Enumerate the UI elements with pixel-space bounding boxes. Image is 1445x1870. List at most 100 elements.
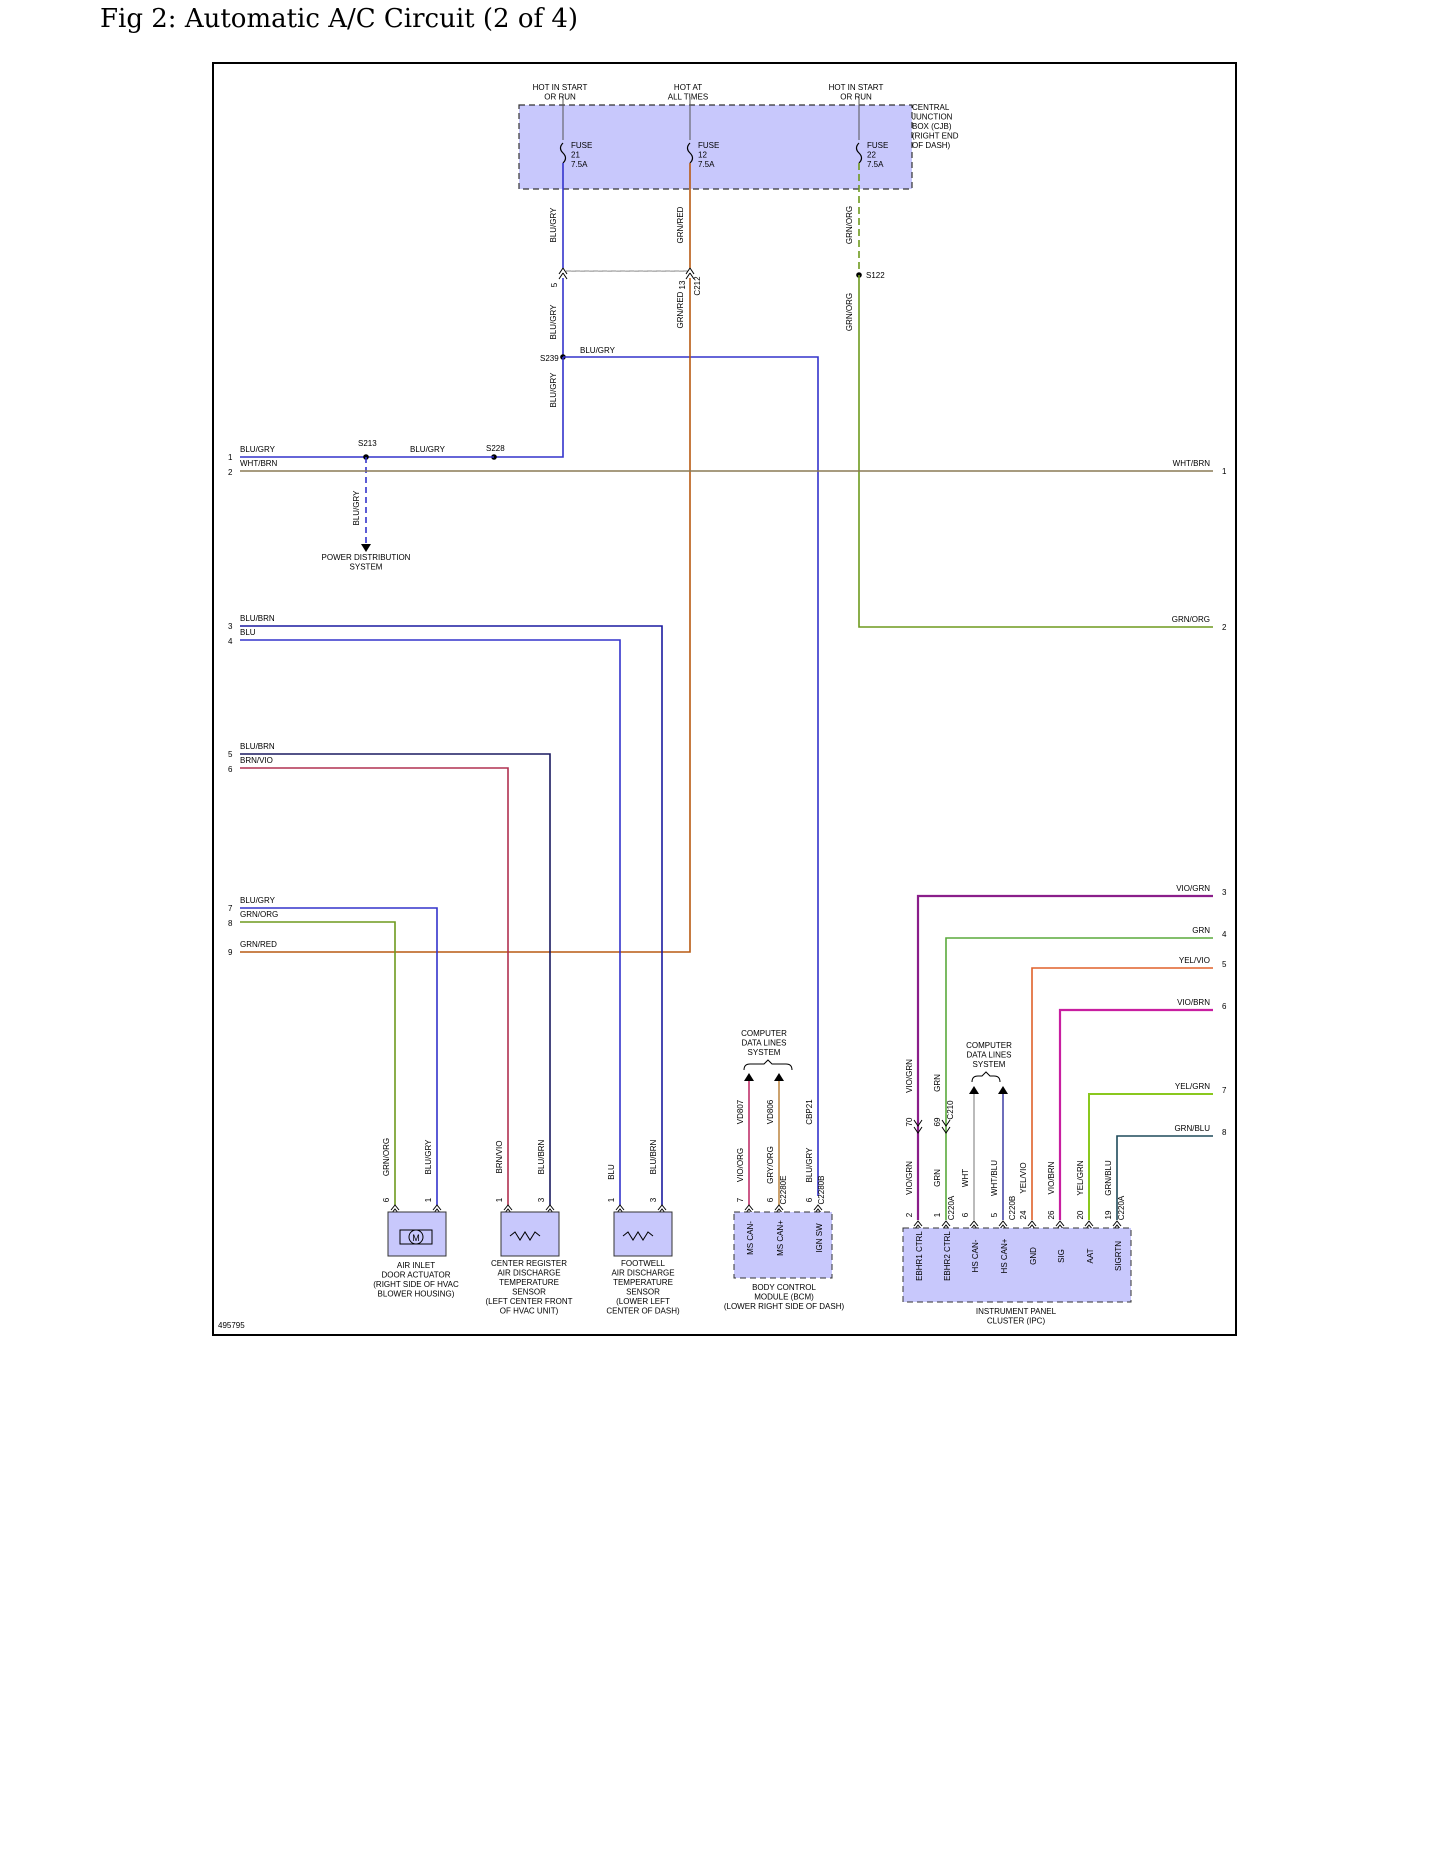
wire-blu-gry-actuator	[240, 907, 438, 1205]
wire-blu-gry-to-bcm	[563, 356, 819, 1196]
component-pin-number: 1	[607, 1197, 616, 1202]
bcm-wire-label: GRY/ORG	[766, 1146, 775, 1184]
wire-brn-vio-center	[240, 767, 509, 1205]
connector-c2280b: C2280B	[817, 1176, 826, 1205]
component-pin-tip	[390, 1204, 400, 1211]
splice-s122-label: S122	[866, 271, 885, 280]
wire-blu-gry-s228	[494, 357, 564, 458]
connector-c220a: C220A	[947, 1195, 956, 1220]
right-pin-number: 1	[1222, 467, 1227, 476]
ipc-wire-label: YEL/VIO	[1019, 1162, 1028, 1193]
connector-c212-pin5	[558, 267, 568, 280]
ipc-pin-tip	[1112, 1220, 1122, 1227]
wire-label-blu-gry-3: BLU/GRY	[580, 346, 616, 355]
left-pin-number: 2	[228, 468, 233, 477]
wire-vio-brn-ipc	[1058, 1008, 1213, 1220]
wire-grn-red-pin9	[240, 278, 691, 953]
figure-title: Fig 2: Automatic A/C Circuit (2 of 4)	[100, 4, 579, 34]
ipc-pin-tip	[941, 1220, 951, 1227]
bcm-data-arrow	[774, 1073, 784, 1081]
ipc-wire-label: VIO/GRN	[905, 1161, 914, 1195]
bcm-pin-number: 7	[736, 1197, 745, 1202]
connector-c212-pin13	[685, 267, 695, 280]
arrow-power-distribution	[361, 544, 371, 552]
right-pin-number: 3	[1222, 888, 1227, 897]
footwell-sensor-box	[613, 1211, 673, 1257]
comp-wire-label: BLU	[607, 1164, 616, 1180]
ipc-wire-label: GRN/BLU	[1104, 1160, 1113, 1196]
wire-label-grn-red: GRN/RED	[676, 206, 685, 243]
bcm-wire-label: VIO/ORG	[736, 1148, 745, 1182]
circuit-cbp21: CBP21	[805, 1099, 814, 1125]
component-pin-number: 6	[382, 1197, 391, 1202]
bcm-pin-tip	[744, 1204, 754, 1211]
wire-label-brn-vio-6: BRN/VIO	[240, 756, 273, 765]
component-pin-tip	[657, 1204, 667, 1211]
ipc-pin-tip	[998, 1220, 1008, 1227]
ipc-wire-label: WHT/BLU	[990, 1160, 999, 1196]
wire-label-grn-right: GRN	[1192, 926, 1210, 935]
wire-grn-blu-ipc	[1116, 1135, 1213, 1220]
central-junction-box	[518, 104, 913, 190]
wire-label-vio-brn-right: VIO/BRN	[1177, 998, 1210, 1007]
figure-id: 495795	[218, 1321, 245, 1330]
right-pin-number: 4	[1222, 930, 1227, 939]
wire-label-yel-grn-right: YEL/GRN	[1175, 1082, 1210, 1091]
connector-c220b: C220B	[1008, 1196, 1017, 1220]
right-pin-number: 8	[1222, 1128, 1227, 1137]
component-pin-number: 1	[424, 1197, 433, 1202]
ipc-pin-tip	[1027, 1220, 1037, 1227]
wire-label-wht-brn-right: WHT/BRN	[1173, 459, 1211, 468]
component-pin-number: 3	[649, 1197, 658, 1202]
ipc-pin-tip	[969, 1220, 979, 1227]
ipc-pin-number: 24	[1019, 1210, 1028, 1219]
ipc-pin-name: EBHR2 CTRL	[943, 1231, 952, 1281]
right-pin-number: 5	[1222, 960, 1227, 969]
wire-label-vio-grn-right: VIO/GRN	[1176, 884, 1210, 893]
ipc-pin-tip	[1084, 1220, 1094, 1227]
ipc-pin-name: SIGRTN	[1114, 1241, 1123, 1271]
ipc-pin-number: 6	[961, 1212, 970, 1217]
wire-yel-vio-ipc	[1031, 967, 1213, 1220]
wire-label-grn-org: GRN/ORG	[845, 206, 854, 244]
ipc-data-arrow	[998, 1086, 1008, 1094]
ipc-wire-label: WHT	[961, 1169, 970, 1187]
ipc-wire-label: VIO/BRN	[1047, 1161, 1056, 1194]
bcm-data-brace	[743, 1059, 793, 1071]
component-pin-number: 3	[537, 1197, 546, 1202]
wire-label-grn-org-8: GRN/ORG	[240, 910, 278, 919]
left-pin-number: 7	[228, 904, 233, 913]
wire-vio-grn-ipc	[916, 894, 1213, 1220]
circuit-vd806: VD806	[766, 1099, 775, 1124]
wire-label-blu-4: BLU	[240, 628, 256, 637]
bcm-wire-label: BLU/GRY	[805, 1147, 814, 1183]
right-pin-number: 7	[1222, 1086, 1227, 1095]
ipc-pin-number: 20	[1076, 1210, 1085, 1219]
ipc-pin-name: EBHR1 CTRL	[915, 1231, 924, 1281]
fuse-icon	[855, 142, 863, 164]
ipc-pin-number: 19	[1104, 1210, 1113, 1219]
comp-wire-label: BLU/BRN	[537, 1139, 546, 1174]
wire-grn-org-actuator	[240, 921, 396, 1205]
bcm-pin-name: MS CAN-	[746, 1221, 755, 1255]
comp-wire-label: GRN/ORG	[382, 1138, 391, 1176]
ipc-pin-tip	[913, 1220, 923, 1227]
bcm-pin-name: IGN SW	[815, 1223, 824, 1253]
motor-frame	[399, 1229, 433, 1245]
wire-blu-footwell	[240, 639, 621, 1205]
component-pin-tip	[615, 1204, 625, 1211]
wire-label-grn-blu-right: GRN/BLU	[1174, 1124, 1210, 1133]
component-pin-tip	[432, 1204, 442, 1211]
component-pin-number: 1	[495, 1197, 504, 1202]
ipc-inline-pin: 69	[933, 1117, 942, 1126]
component-pin-tip	[503, 1204, 513, 1211]
motor-symbol: M	[412, 1233, 420, 1243]
